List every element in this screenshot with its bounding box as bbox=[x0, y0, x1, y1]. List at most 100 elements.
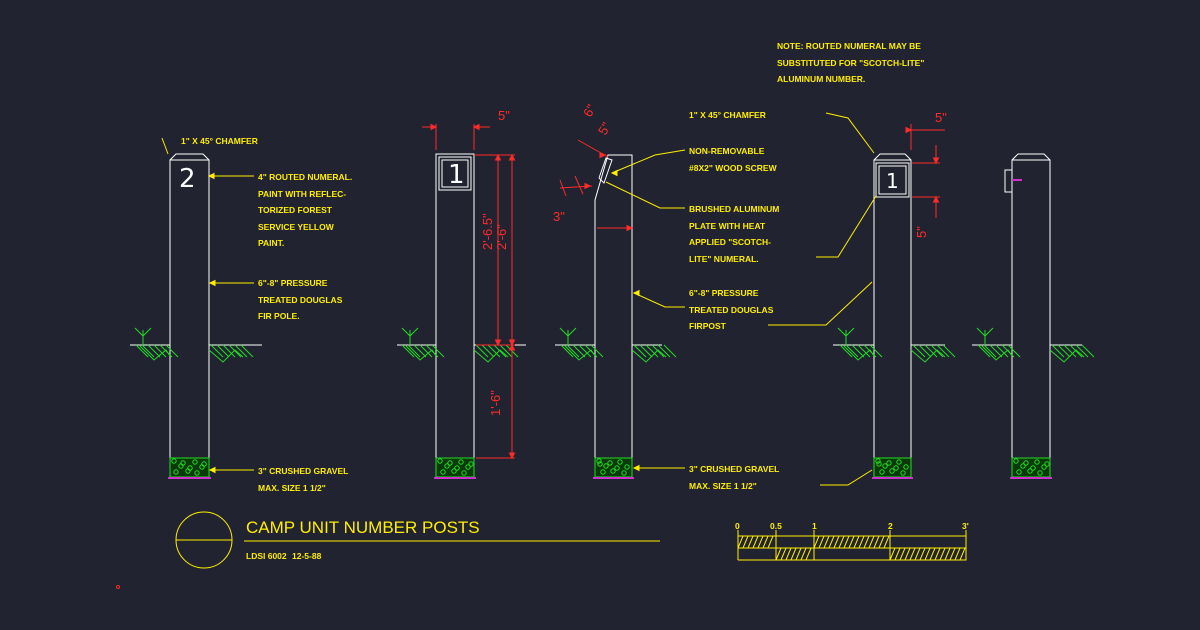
arrowhead bbox=[610, 169, 618, 177]
gravel-view3-stone bbox=[610, 468, 616, 474]
scale-hatch bbox=[873, 535, 880, 549]
gravel-view5-stone bbox=[1027, 468, 1033, 474]
gravel-view3-stone bbox=[624, 464, 630, 470]
scale-hatch bbox=[929, 547, 936, 561]
gravel-view3-stone bbox=[617, 459, 623, 465]
ground-view3-hatch bbox=[566, 344, 580, 358]
ground-view2-hatch bbox=[475, 344, 489, 358]
leader-chamfer-1 bbox=[161, 137, 169, 155]
ground-view2-hatch bbox=[499, 344, 513, 358]
ground-view4-hatch bbox=[851, 344, 865, 358]
scale-hatch bbox=[780, 547, 787, 561]
scale-hatch bbox=[833, 535, 840, 549]
number-plate-view4 bbox=[875, 162, 910, 198]
ground-view3-hatch bbox=[651, 344, 665, 358]
scale-hatch bbox=[752, 535, 759, 549]
above-grade-dim-b: 2'-6" bbox=[494, 224, 509, 250]
ground-view1-hatch bbox=[240, 344, 254, 358]
leader-post-4 bbox=[768, 281, 873, 326]
number-plate-inner-view2 bbox=[441, 159, 469, 188]
arrowhead bbox=[494, 153, 502, 161]
gravel-view5-stone bbox=[1023, 460, 1029, 466]
arrowhead bbox=[208, 466, 216, 474]
ground-view2-hatch bbox=[401, 344, 415, 358]
ground-view5-hatch bbox=[1051, 344, 1065, 358]
scale-hatch bbox=[863, 535, 870, 549]
ground-view5-hatch bbox=[1081, 344, 1095, 358]
scale-hatch bbox=[795, 547, 802, 561]
arrowhead bbox=[430, 123, 438, 131]
gravel-view2-stone bbox=[447, 460, 453, 466]
ground-view3-hatch bbox=[584, 344, 598, 358]
scale-hatch bbox=[934, 547, 941, 561]
scale-hatch bbox=[828, 535, 835, 549]
ground-view1-hatch bbox=[147, 344, 161, 358]
number-plate-view2 bbox=[438, 156, 472, 191]
screw-note: NON-REMOVABLE #8X2" WOOD SCREW bbox=[689, 146, 777, 173]
ground-view4-soil-right bbox=[910, 349, 946, 363]
plate-view3 bbox=[598, 157, 613, 184]
ground-view4-hatch bbox=[924, 344, 938, 358]
arrowhead bbox=[207, 172, 215, 180]
scale-hatch bbox=[818, 535, 825, 549]
post-view5 bbox=[1011, 153, 1051, 477]
gravel-view4-stone bbox=[879, 469, 885, 475]
arrowhead bbox=[632, 464, 640, 472]
chamfer-note-4: 1" X 45° CHAMFER bbox=[689, 110, 766, 120]
ground-view2-hatch bbox=[481, 344, 495, 358]
scale-hatch bbox=[785, 547, 792, 561]
ground-view4-hatch bbox=[936, 344, 950, 358]
ground-view5-hatch bbox=[1063, 344, 1077, 358]
width-dim-5in: 5" bbox=[498, 108, 510, 123]
gravel-view2-stone bbox=[461, 470, 467, 476]
ground-view4-hatch bbox=[918, 344, 932, 358]
gravel-view5-stone bbox=[1034, 459, 1040, 465]
post-view1 bbox=[169, 153, 210, 477]
gravel-view1-stone bbox=[192, 459, 198, 465]
ground-view5-hatch bbox=[1057, 344, 1071, 358]
scale-hatch bbox=[838, 535, 845, 549]
ground-view5-hatch bbox=[1069, 344, 1083, 358]
gravel-view1-stone bbox=[201, 461, 207, 467]
leader-screw bbox=[611, 149, 686, 174]
scale-hatch bbox=[959, 547, 966, 561]
chamfer-note-1: 1" X 45° CHAMFER bbox=[181, 136, 258, 146]
below-grade-dim: 1'-6" bbox=[488, 390, 503, 416]
origin-mark bbox=[116, 585, 120, 589]
scale-hatch bbox=[848, 535, 855, 549]
drawing-ref: LDSI 6002 bbox=[246, 551, 287, 561]
arrowhead bbox=[208, 279, 216, 287]
ground-view3-hatch bbox=[590, 344, 604, 358]
ground-view2-hatch bbox=[407, 344, 421, 358]
ground-view4-plant-leaf bbox=[837, 327, 855, 337]
ground-view1-hatch bbox=[159, 344, 173, 358]
ground-view3-hatch bbox=[639, 344, 653, 358]
arrowhead bbox=[508, 153, 516, 161]
arrowhead bbox=[472, 123, 480, 131]
scale-hatch bbox=[737, 535, 744, 549]
scale-hatch bbox=[868, 535, 875, 549]
scale-hatch bbox=[843, 535, 850, 549]
ground-view1-hatch bbox=[165, 344, 179, 358]
routed-numeral-note: 4" ROUTED NUMERAL. PAINT WITH REFLEC- TO… bbox=[258, 172, 353, 248]
gravel-view2-stone bbox=[465, 464, 471, 470]
gravel-view5-stone bbox=[1044, 461, 1050, 467]
scale-label-0-5: 0.5 bbox=[770, 521, 782, 531]
scale-hatch bbox=[894, 547, 901, 561]
ground-view1-soil-right bbox=[208, 349, 244, 363]
ground-view1-hatch bbox=[216, 344, 230, 358]
ground-view1-plant-leaf bbox=[134, 327, 152, 337]
ground-view3-hatch bbox=[657, 344, 671, 358]
arrowhead bbox=[905, 126, 913, 134]
scale-hatch bbox=[742, 535, 749, 549]
scale-hatch bbox=[889, 547, 896, 561]
offset-dim-3in: 3" bbox=[553, 209, 565, 224]
drawing-title: CAMP UNIT NUMBER POSTS bbox=[246, 518, 480, 537]
scale-hatch bbox=[757, 535, 764, 549]
ground-view2-hatch bbox=[419, 344, 433, 358]
number-plate-inner-view4 bbox=[878, 165, 907, 195]
ground-view5-hatch bbox=[1007, 344, 1021, 358]
gravel-view1-stone bbox=[180, 460, 186, 466]
gravel-view4 bbox=[873, 457, 912, 478]
